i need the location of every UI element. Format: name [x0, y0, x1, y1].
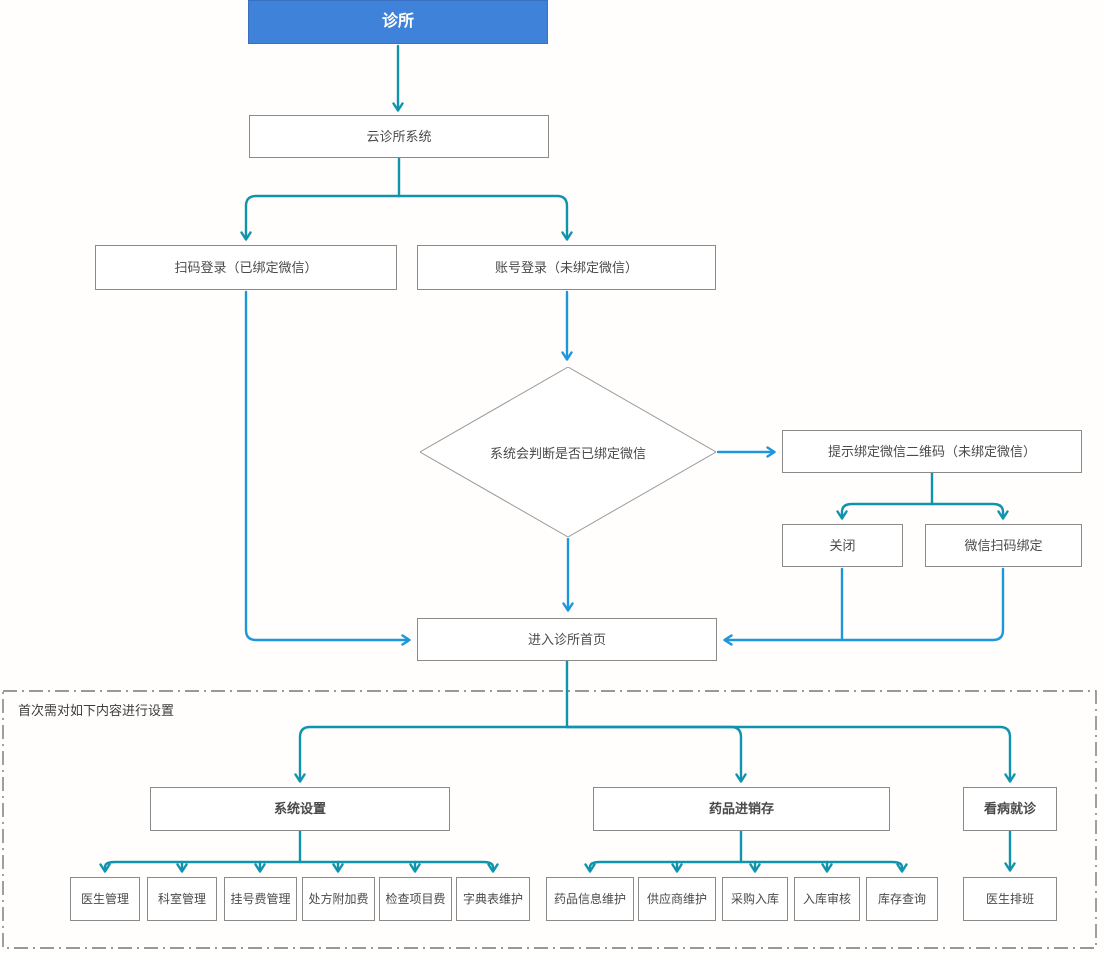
- node-registration-fee-management: 挂号费管理: [224, 877, 297, 921]
- node-doctor-scheduling: 医生排班: [963, 877, 1057, 921]
- node-drug-info-maintenance: 药品信息维护: [546, 877, 634, 921]
- node-close: 关闭: [782, 524, 903, 567]
- node-clinic-visit: 看病就诊: [963, 787, 1057, 831]
- node-cloud-clinic-system: 云诊所系统: [249, 115, 549, 158]
- node-stock-query: 库存查询: [866, 877, 938, 921]
- node-drug-inventory: 药品进销存: [593, 787, 890, 831]
- node-inbound-audit: 入库审核: [794, 877, 860, 921]
- setup-section-note: 首次需对如下内容进行设置: [18, 703, 175, 718]
- decision-wechat-bound-label: 系统会判断是否已绑定微信: [489, 445, 646, 461]
- node-account-login: 账号登录（未绑定微信）: [417, 245, 716, 290]
- node-dictionary-maintenance: 字典表维护: [456, 877, 530, 921]
- node-doctor-management: 医生管理: [70, 877, 140, 921]
- node-exam-item-fee: 检查项目费: [379, 877, 452, 921]
- node-department-management: 科室管理: [147, 877, 217, 921]
- node-clinic: 诊所: [248, 0, 548, 44]
- node-enter-clinic-homepage: 进入诊所首页: [417, 618, 717, 661]
- node-supplier-maintenance: 供应商维护: [638, 877, 716, 921]
- node-scan-login: 扫码登录（已绑定微信）: [95, 245, 397, 290]
- node-prompt-bind-qr: 提示绑定微信二维码（未绑定微信）: [782, 430, 1082, 473]
- node-system-settings: 系统设置: [150, 787, 450, 831]
- decision-diamond-shape: [420, 367, 716, 537]
- decision-wechat-bound: 系统会判断是否已绑定微信: [420, 367, 716, 537]
- node-wechat-scan-bind: 微信扫码绑定: [925, 524, 1082, 567]
- node-prescription-surcharge: 处方附加费: [302, 877, 375, 921]
- node-purchase-inbound: 采购入库: [722, 877, 788, 921]
